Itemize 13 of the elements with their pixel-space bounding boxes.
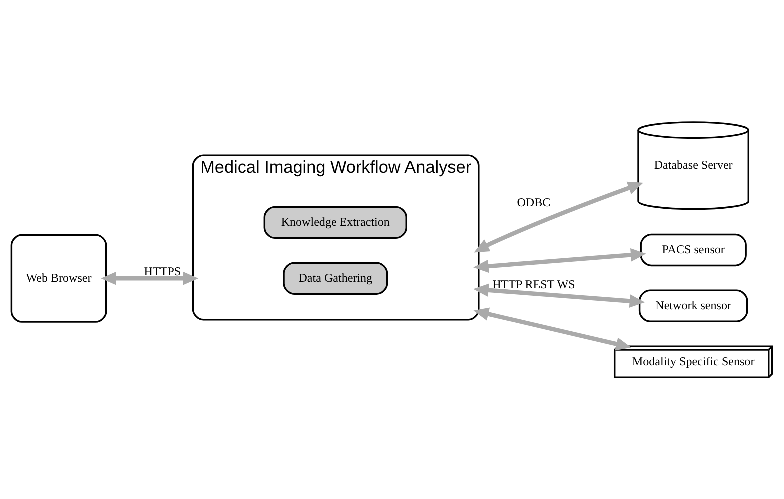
arrow (474, 181, 644, 252)
arrow (474, 283, 646, 308)
node-box: Knowledge Extraction (264, 206, 408, 239)
node-box: Network sensor (638, 289, 748, 322)
arrow (101, 271, 199, 285)
edge-label: ODBC (517, 195, 551, 210)
edge-label: HTTP REST WS (492, 276, 576, 291)
node-box: PACS sensor (640, 233, 747, 266)
arrow (474, 248, 646, 273)
node-box: Data Gathering (283, 262, 388, 294)
node-box: Web Browser (10, 234, 108, 322)
edge-label: HTTPS (144, 264, 182, 278)
arrow (474, 307, 632, 350)
